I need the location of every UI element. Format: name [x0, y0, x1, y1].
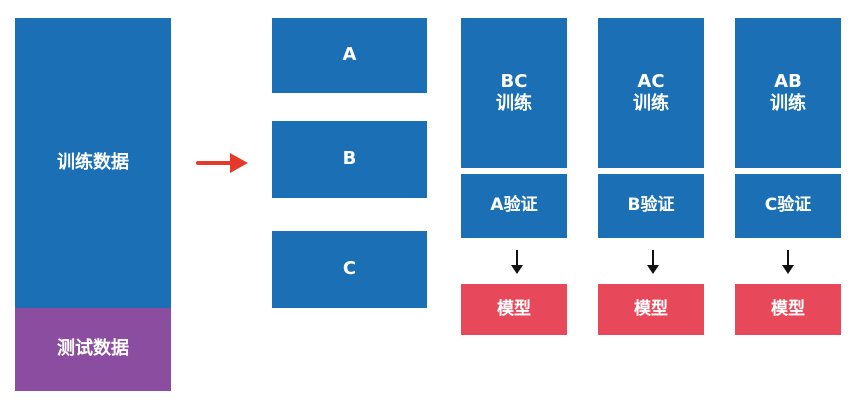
round2-model-block: 模型 [598, 284, 704, 335]
fold-a-label: A [342, 44, 357, 66]
round3-model-label: 模型 [771, 298, 805, 319]
round1-train-folds: BC [500, 70, 528, 92]
fold-c-block: C [272, 231, 427, 308]
split-arrow-icon [196, 153, 248, 173]
round2-model-label: 模型 [634, 298, 668, 319]
round1-down-arrow-icon [511, 250, 523, 274]
fold-a-block: A [272, 18, 427, 93]
fold-b-label: B [342, 148, 357, 170]
train-data-block: 训练数据 [15, 18, 171, 308]
fold-b-block: B [272, 121, 427, 198]
round1-train-block: BC 训练 [461, 18, 567, 168]
round2-down-arrow-icon [647, 250, 659, 274]
train-data-label: 训练数据 [57, 151, 129, 173]
round3-validate-label: C验证 [764, 195, 812, 216]
round3-train-label: 训练 [770, 93, 806, 114]
fold-c-label: C [342, 258, 357, 280]
round1-model-label: 模型 [497, 298, 531, 319]
round2-train-label: 训练 [633, 93, 669, 114]
round2-train-block: AC 训练 [598, 18, 704, 168]
round2-train-folds: AC [637, 70, 665, 92]
round3-train-block: AB 训练 [735, 18, 841, 168]
round2-validate-block: B验证 [598, 174, 704, 238]
test-data-label: 测试数据 [57, 338, 129, 360]
round3-validate-block: C验证 [735, 174, 841, 238]
test-data-block: 测试数据 [15, 308, 171, 391]
round1-train-label: 训练 [496, 93, 532, 114]
round1-model-block: 模型 [461, 284, 567, 335]
round3-down-arrow-icon [782, 250, 794, 274]
round3-train-folds: AB [774, 70, 802, 92]
round1-validate-label: A验证 [490, 195, 538, 216]
round1-validate-block: A验证 [461, 174, 567, 238]
round3-model-block: 模型 [735, 284, 841, 335]
round2-validate-label: B验证 [627, 195, 675, 216]
